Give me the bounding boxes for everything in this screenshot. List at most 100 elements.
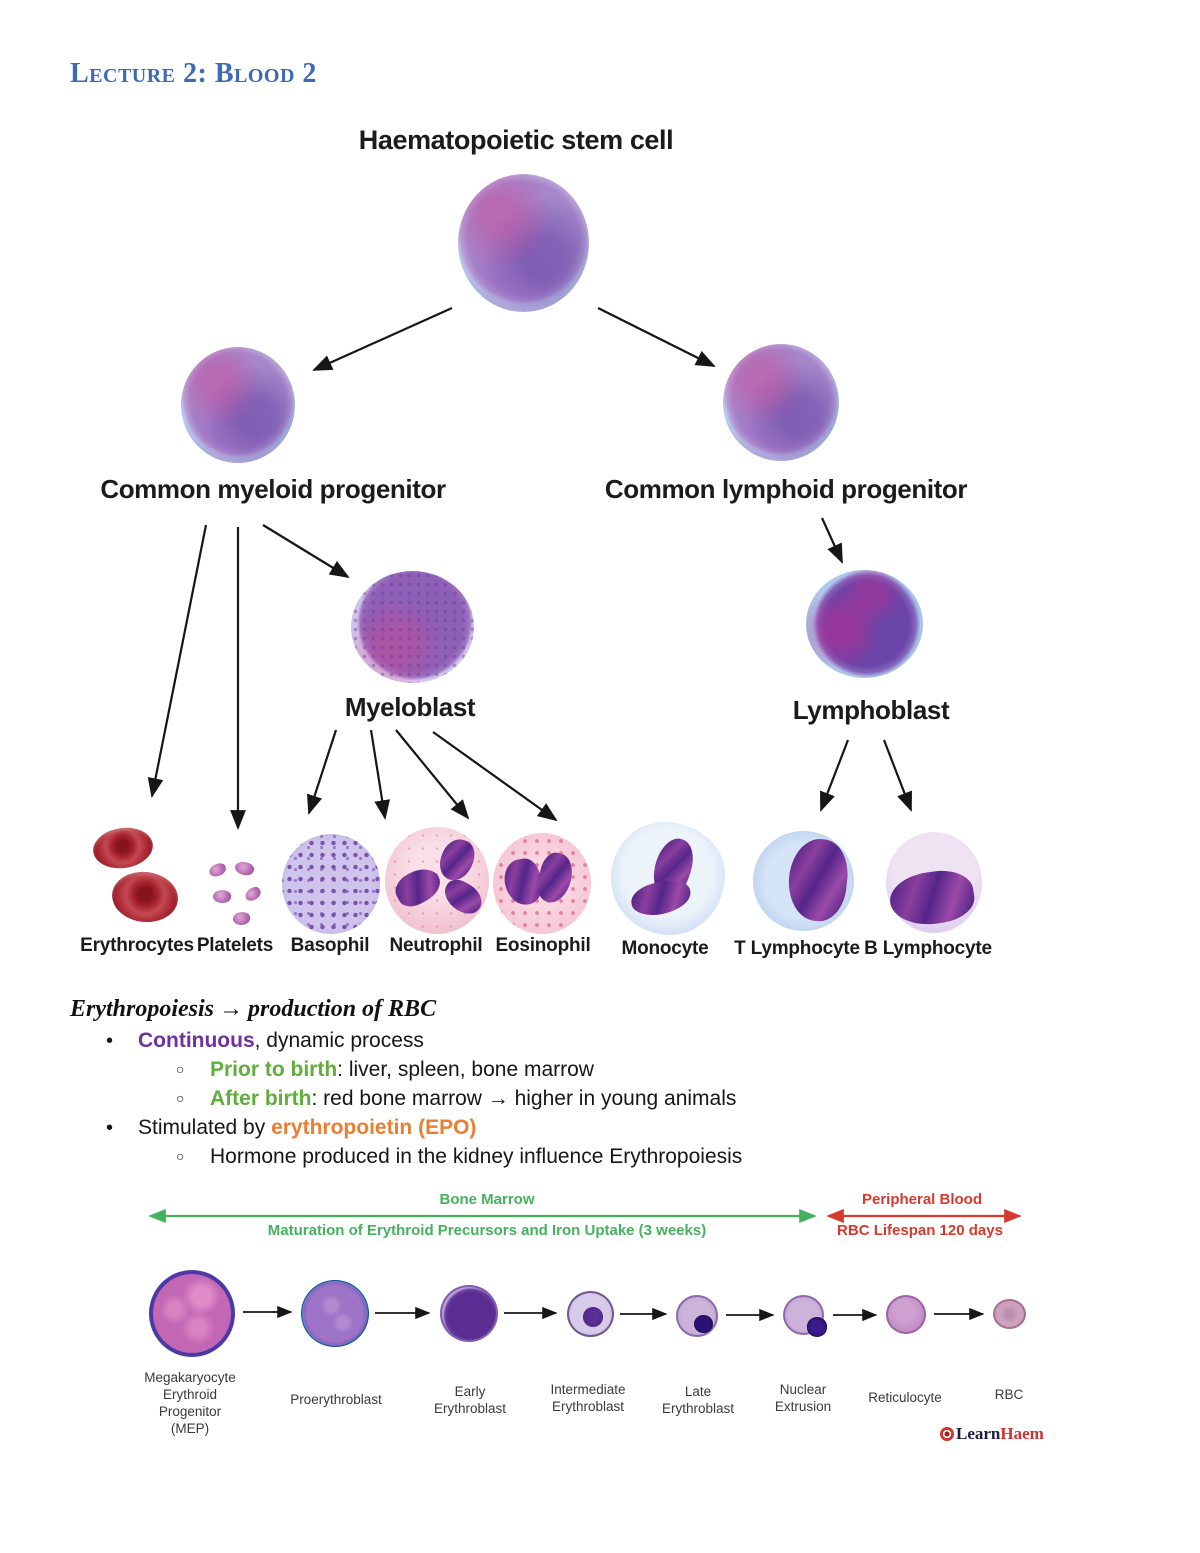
bullet-marker: ○ — [176, 1148, 185, 1164]
arrow-lymphoblast-to-b — [882, 739, 913, 812]
stage-label-extrusion: Nuclear Extrusion — [774, 1382, 832, 1414]
neutrophil-nucleus — [435, 835, 479, 885]
terminal-cell-label: Basophil — [290, 935, 370, 956]
early-erythroblast-cell-illustration — [440, 1285, 498, 1342]
bullet-marker: ○ — [176, 1061, 185, 1077]
platelet-fragment — [212, 888, 232, 905]
terminal-cell-label: Erythrocytes — [80, 935, 194, 956]
right-arrow-glyph: → — [219, 996, 244, 1022]
platelets-illustration — [205, 859, 275, 934]
arrow-lymphoblast-to-t — [819, 739, 850, 812]
myeloblast-cell-illustration — [351, 571, 474, 683]
reticulocyte-cell-illustration — [886, 1295, 926, 1334]
bullet-rest: Hormone produced in the kidney influence… — [210, 1145, 743, 1168]
platelet-fragment — [243, 885, 263, 903]
bullet-stimulated-by: • Stimulated by erythropoietin (EPO) — [106, 1116, 476, 1140]
erythropoiesis-heading: Erythropoiesis→production of RBC — [70, 996, 436, 1023]
platelet-fragment — [232, 911, 251, 926]
stage-label-rbc: RBC — [994, 1387, 1024, 1402]
bullet-prior-to-birth: ○ Prior to birth: liver, spleen, bone mar… — [176, 1058, 594, 1082]
b-lymphocyte-cell-illustration — [886, 832, 982, 933]
erythrocyte-cell — [90, 824, 156, 872]
bullet-after-birth: ○ After birth: red bone marrow → higher i… — [176, 1087, 736, 1111]
learnhaem-logo: LearnHaem — [940, 1424, 1044, 1444]
myeloblast-label: Myeloblast — [344, 692, 476, 722]
late-nucleus — [694, 1314, 713, 1333]
stage-label-reticulocyte: Reticulocyte — [868, 1390, 942, 1405]
bullet-marker: ○ — [176, 1090, 185, 1106]
logo-haem-text: Haem — [1000, 1424, 1044, 1443]
highlight-epo: erythropoietin (EPO) — [271, 1116, 477, 1139]
heading-rest: production of RBC — [248, 996, 437, 1022]
highlight-prior-to-birth: Prior to birth — [210, 1058, 338, 1081]
arrow-hsc-to-myeloid — [312, 306, 453, 372]
arrow-myeloblast-to-eosinophil — [395, 729, 470, 820]
terminal-cell-label: Neutrophil — [389, 935, 483, 956]
peripheral-blood-label: Peripheral Blood — [861, 1191, 983, 1208]
extruding-nucleus — [806, 1317, 828, 1337]
bullet-rest: , dynamic process — [254, 1029, 424, 1052]
intermediate-nucleus — [582, 1307, 603, 1327]
bullet-continuous: • Continuous, dynamic process — [106, 1029, 424, 1053]
neutrophil-cell-illustration — [385, 827, 489, 934]
logo-learn-text: Learn — [956, 1424, 1001, 1443]
learnhaem-logo-icon — [940, 1427, 954, 1441]
erythrocytes-illustration — [90, 824, 185, 929]
bone-marrow-subtitle: Maturation of Erythroid Precursors and I… — [267, 1222, 707, 1239]
stage-label-late: Late Erythroblast — [661, 1384, 735, 1416]
stage-label-intermediate: Intermediate Erythroblast — [550, 1382, 626, 1414]
rbc-lifespan-label: RBC Lifespan 120 days — [837, 1222, 1003, 1239]
stage-label-proerythroblast: Proerythroblast — [290, 1392, 382, 1407]
highlight-continuous: Continuous — [138, 1029, 255, 1052]
bullet-marker: • — [106, 1030, 114, 1052]
myeloid-progenitor-label: Common myeloid progenitor — [100, 474, 446, 504]
bone-marrow-label: Bone Marrow — [439, 1191, 535, 1208]
monocyte-nucleus — [628, 877, 694, 919]
highlight-after-birth: After birth — [210, 1087, 312, 1110]
rbc-cell-illustration — [993, 1299, 1026, 1329]
lymphoid-progenitor-label: Common lymphoid progenitor — [604, 474, 968, 504]
t-lymphocyte-nucleus — [784, 836, 852, 924]
late-erythroblast-cell-illustration — [676, 1295, 718, 1337]
platelet-fragment — [233, 859, 256, 878]
neutrophil-nucleus — [390, 862, 446, 912]
eosinophil-cell-illustration — [493, 833, 591, 934]
arrow-lymphoid-to-lymphoblast — [820, 517, 844, 564]
hsc-label: Haematopoietic stem cell — [358, 125, 674, 155]
b-lymphocyte-nucleus — [886, 866, 978, 930]
lymphoblast-cell-illustration — [806, 570, 923, 678]
mep-cell-illustration — [149, 1270, 235, 1357]
proerythroblast-cell-illustration — [301, 1280, 369, 1347]
basophil-cell-illustration — [282, 834, 380, 934]
bullet-marker: • — [106, 1117, 114, 1139]
terminal-cell-label: T Lymphocyte — [734, 938, 860, 959]
hsc-cell-illustration — [458, 174, 589, 312]
intermediate-erythroblast-cell-illustration — [567, 1291, 614, 1337]
terminal-cell-label: Platelets — [196, 935, 274, 956]
t-lymphocyte-cell-illustration — [753, 831, 854, 931]
terminal-cell-label: Monocyte — [621, 938, 709, 959]
terminal-cell-label: B Lymphocyte — [864, 938, 992, 959]
arrow-myeloid-to-erythrocytes — [147, 524, 208, 798]
erythrocyte-cell — [109, 868, 181, 926]
heading-lead: Erythropoiesis — [70, 996, 215, 1022]
lymphoblast-label: Lymphoblast — [792, 695, 950, 725]
arrow-myeloblast-to-basophil — [306, 729, 338, 815]
bullet-prefix: Stimulated by — [138, 1116, 272, 1139]
arrow-myeloid-to-myeloblast — [262, 524, 350, 579]
bullet-hormone-kidney: ○ Hormone produced in the kidney influenc… — [176, 1145, 742, 1169]
bullet-rest: : liver, spleen, bone marrow — [337, 1058, 594, 1081]
arrow-myeloblast-to-neutrophil — [369, 729, 391, 820]
myeloid-progenitor-cell-illustration — [181, 347, 295, 463]
terminal-cell-label: Eosinophil — [495, 935, 591, 956]
arrow-hsc-to-lymphoid — [597, 307, 716, 367]
nuclear-extrusion-cell-illustration — [783, 1295, 828, 1337]
neutrophil-nucleus — [438, 874, 488, 920]
stage-label-mep: Megakaryocyte Erythroid Progenitor (MEP) — [144, 1370, 236, 1436]
bullet-rest: : red bone marrow → higher in young anim… — [311, 1087, 737, 1110]
lymphoid-progenitor-cell-illustration — [723, 344, 839, 461]
monocyte-cell-illustration — [611, 822, 725, 935]
stage-label-early: Early Erythroblast — [433, 1384, 507, 1416]
eosinophil-nucleus — [533, 849, 577, 907]
